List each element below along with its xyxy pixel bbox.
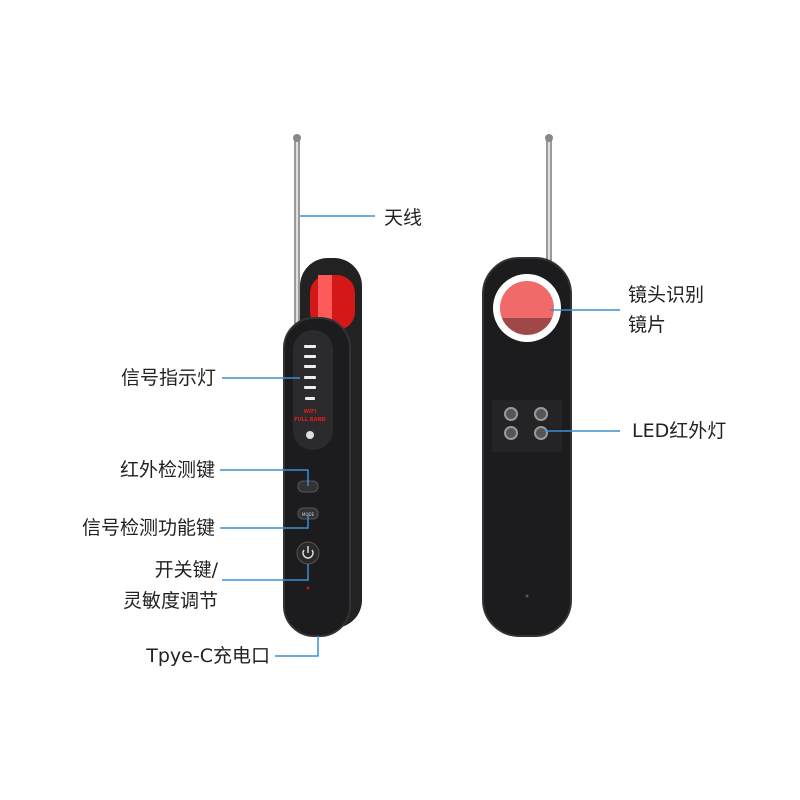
signal-led-bars [304,345,316,400]
label-lens-1: 镜头识别 [628,284,705,306]
label-power-1: 开关键/ [154,559,218,581]
label-power-2: 灵敏度调节 [122,590,218,612]
full-band-text: FULL BAND [294,417,326,423]
label-ir-detect-key: 红外检测键 [119,459,215,481]
label-antenna: 天线 [384,207,423,229]
label-led-ir: LED红外灯 [632,420,727,442]
label-signal-indicator: 信号指示灯 [120,367,216,389]
label-signal-detect-key: 信号检测功能键 [81,517,215,539]
label-typec: Tpye-C充电口 [146,645,270,667]
label-lens-2: 镜片 [628,314,667,336]
back-device [482,134,572,637]
power-icon [302,549,314,559]
wifi-text: WIFI [304,409,317,415]
front-device: WIFI FULL BAND MODE [283,134,362,637]
leader-lines [220,215,620,657]
flashlight-icon [306,431,314,439]
ir-leds [504,407,548,440]
